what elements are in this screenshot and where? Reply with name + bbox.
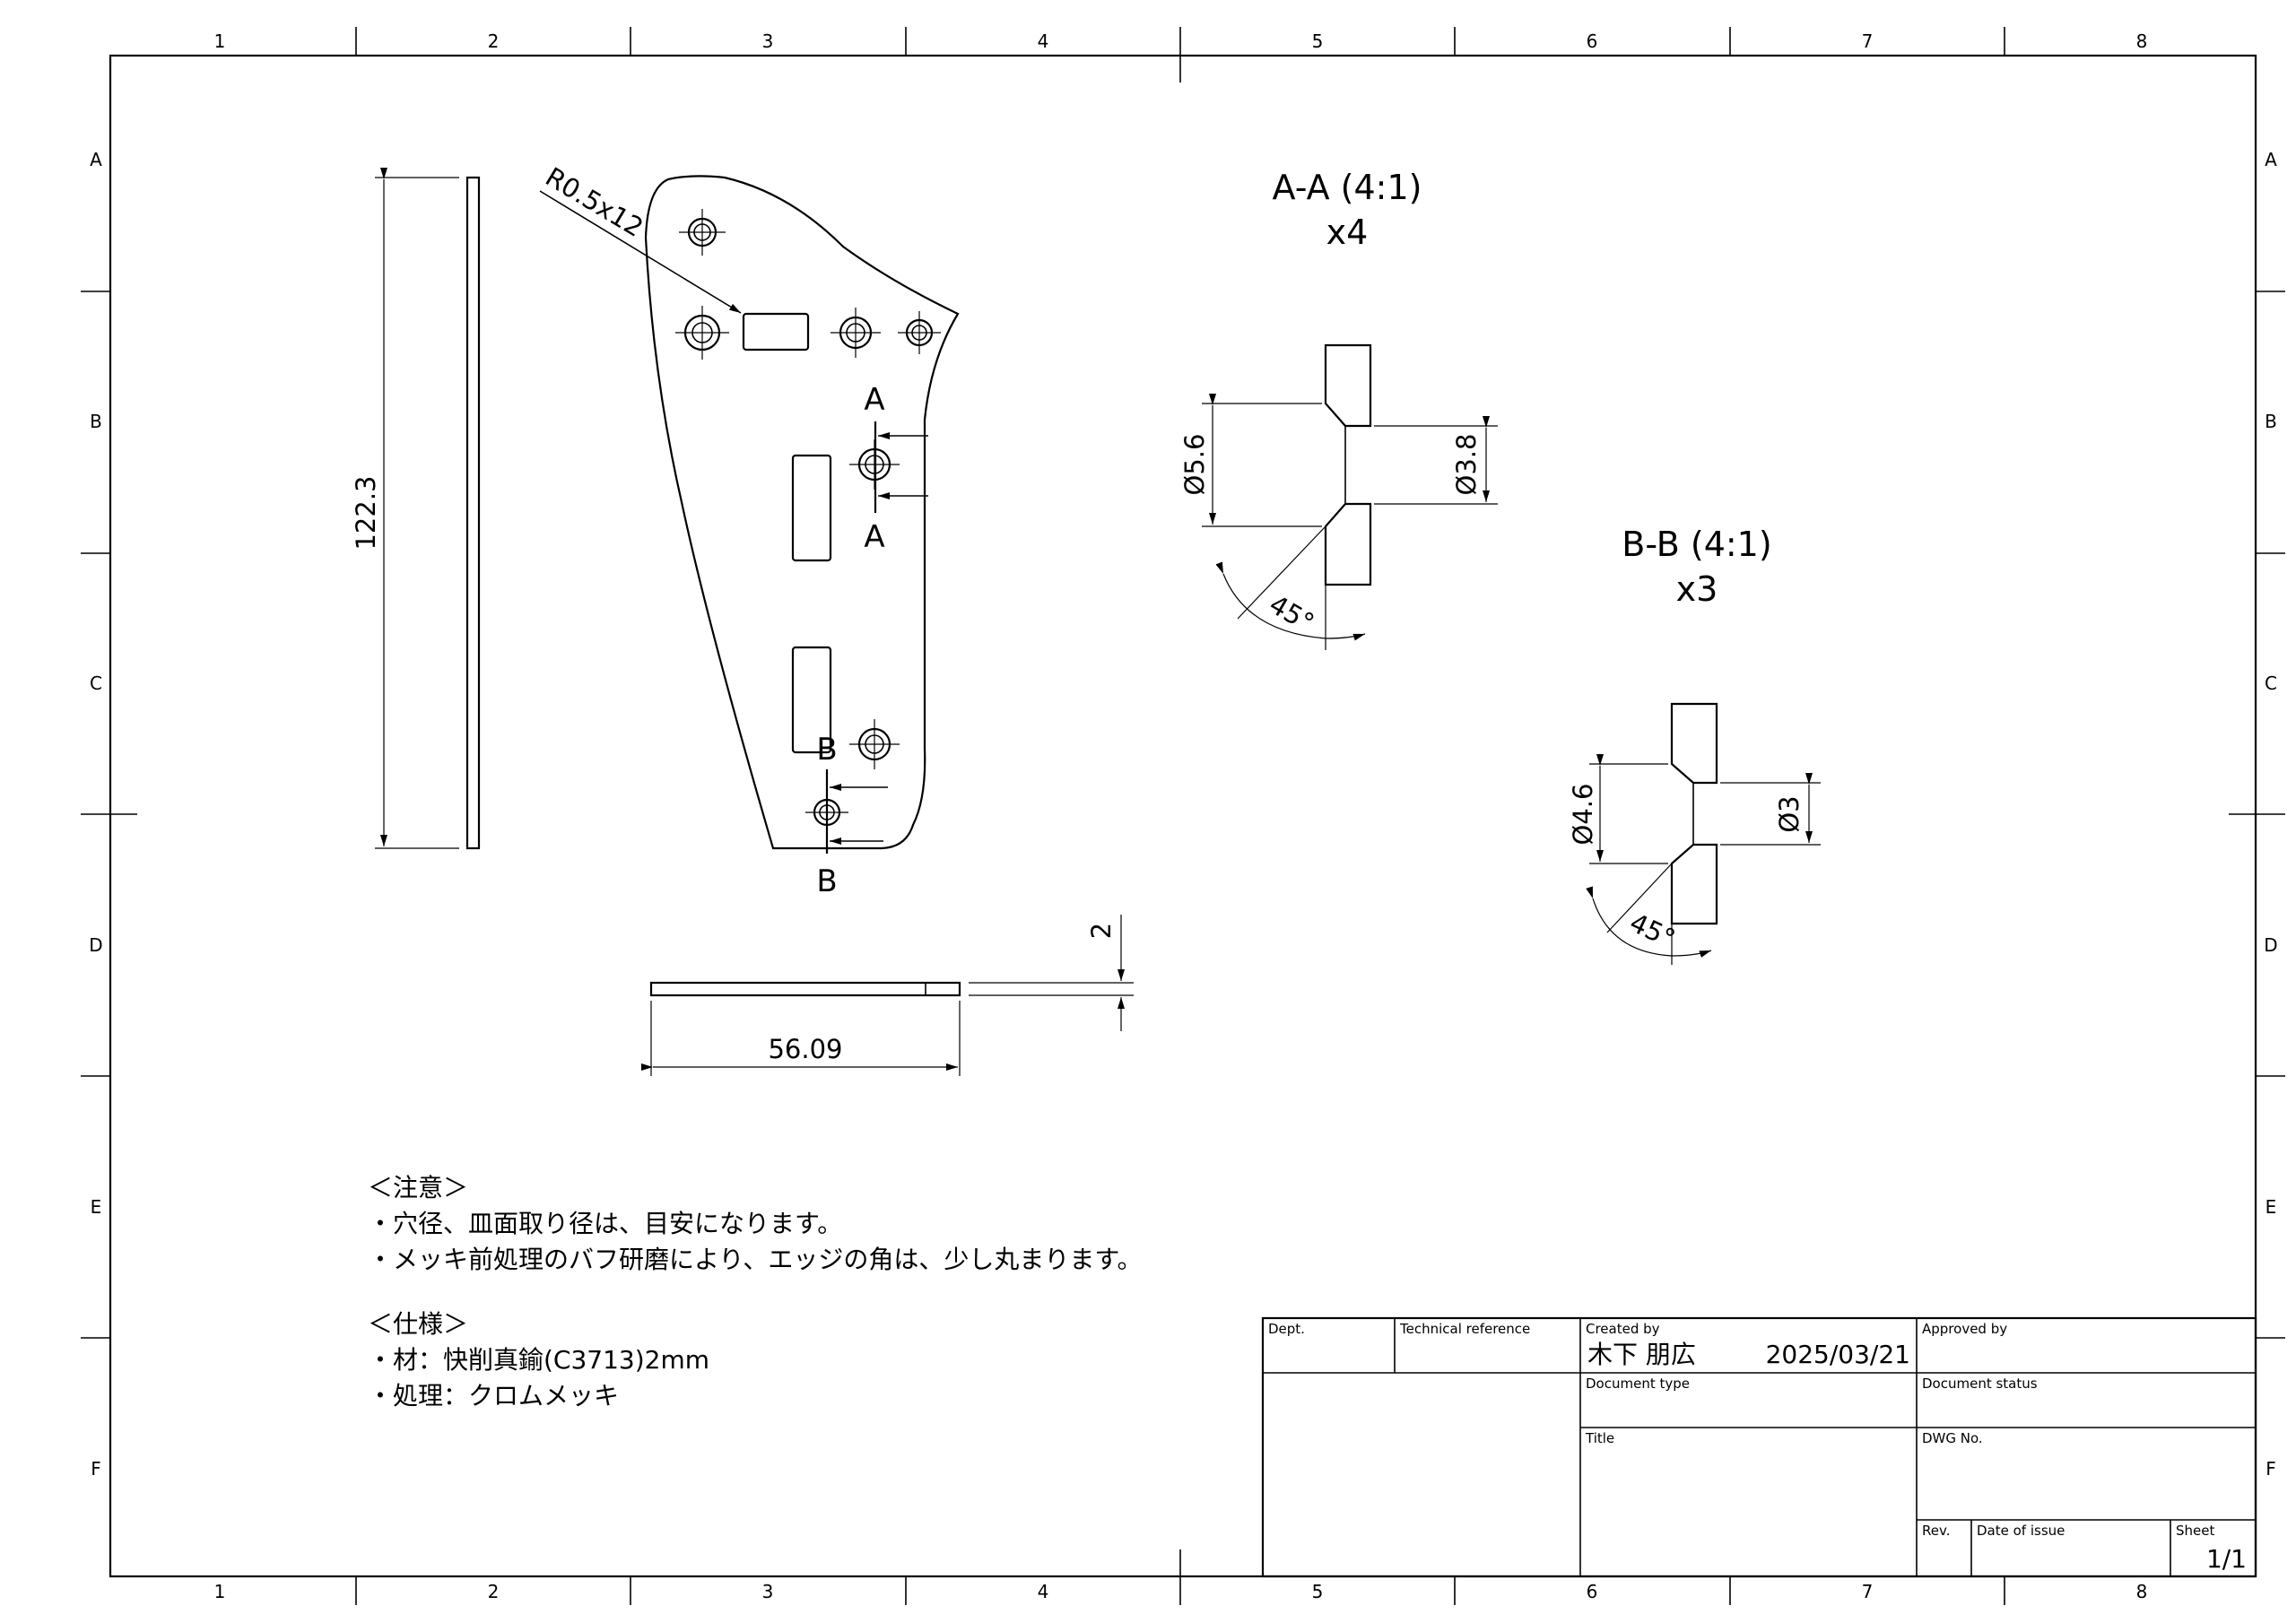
created-by-value: 木下 朋広 — [1587, 1340, 1696, 1369]
col-label-top-6: 6 — [1587, 30, 1598, 52]
tech-ref-label: Technical reference — [1399, 1321, 1530, 1337]
col-label-top-8: 8 — [2136, 30, 2148, 52]
col-label-top-5: 5 — [1312, 30, 1324, 52]
row-label-right-b: B — [2265, 411, 2277, 432]
radius-note: R0.5x12 — [540, 161, 648, 243]
section-bb-inner-dia: Ø3 — [1774, 795, 1805, 832]
doc-status-label: Document status — [1922, 1376, 2038, 1392]
side-view — [375, 168, 481, 850]
row-label-right-e: E — [2266, 1196, 2277, 1218]
dept-label: Dept. — [1268, 1321, 1305, 1337]
col-label-top-1: 1 — [214, 30, 226, 52]
col-label-bottom-1: 1 — [214, 1581, 226, 1602]
section-b-label-top: B — [816, 732, 837, 768]
col-label-bottom-6: 6 — [1587, 1581, 1598, 1602]
section-aa-drawing — [1202, 343, 1498, 650]
title-label: Title — [1585, 1430, 1614, 1446]
section-bb-count: x3 — [1676, 569, 1718, 609]
height-dimension: 122.3 — [351, 475, 381, 550]
plate-front-view — [644, 175, 960, 850]
section-aa-outer-dia: Ø5.6 — [1179, 434, 1210, 496]
created-by-label: Created by — [1586, 1321, 1660, 1337]
col-label-top-4: 4 — [1038, 30, 1049, 52]
created-date: 2025/03/21 — [1766, 1340, 1910, 1369]
sheet-label: Sheet — [2176, 1523, 2214, 1539]
radius-leader — [539, 190, 742, 314]
section-b-label-bottom: B — [816, 864, 837, 899]
row-label-left-b: B — [90, 411, 102, 432]
slot-top — [742, 312, 810, 352]
row-label-left-d: D — [89, 934, 102, 956]
slot-middle — [791, 454, 832, 562]
section-aa-title: A-A (4:1) — [1273, 168, 1422, 207]
section-a-label-top: A — [864, 382, 884, 418]
row-label-right-d: D — [2264, 934, 2277, 956]
section-bb-title: B-B (4:1) — [1622, 525, 1771, 564]
col-label-top-7: 7 — [1862, 30, 1874, 52]
dwg-no-label: DWG No. — [1922, 1430, 1983, 1446]
doc-type-label: Document type — [1586, 1376, 1690, 1392]
section-a-label-bottom: A — [864, 519, 884, 555]
section-aa-inner-dia: Ø3.8 — [1451, 434, 1482, 496]
sheet-value: 1/1 — [2206, 1544, 2247, 1574]
width-dimension: 56.09 — [768, 1034, 842, 1064]
spec-note-2: ・処理：クロムメッキ — [368, 1381, 620, 1410]
spec-heading: ＜仕様＞ — [368, 1309, 469, 1339]
row-label-right-c: C — [2265, 673, 2277, 694]
date-of-issue-label: Date of issue — [1977, 1523, 2065, 1539]
col-label-bottom-3: 3 — [762, 1581, 774, 1602]
notes-block: ＜注意＞ ・穴径、皿面取り径は、目安になります。 ・メッキ前処理のバフ研磨により… — [368, 1170, 1143, 1414]
hole-1 — [679, 209, 726, 256]
col-label-top-2: 2 — [488, 30, 500, 52]
hole-2 — [675, 306, 729, 360]
title-block — [1261, 1316, 2257, 1578]
col-label-bottom-5: 5 — [1312, 1581, 1324, 1602]
drawing-frame: 1 2 3 4 5 6 7 8 1 2 3 4 5 6 7 8 A B C D … — [81, 27, 2285, 1605]
col-label-bottom-7: 7 — [1862, 1581, 1874, 1602]
caution-heading: ＜注意＞ — [368, 1173, 469, 1202]
section-bb-outer-dia: Ø4.6 — [1568, 784, 1598, 846]
notes-spacer — [368, 1278, 1143, 1306]
caution-note-1: ・穴径、皿面取り径は、目安になります。 — [368, 1209, 843, 1238]
row-label-left-e: E — [91, 1196, 102, 1218]
section-b-cut — [825, 769, 888, 854]
thickness-dimension: 2 — [1086, 923, 1117, 939]
section-aa-angle: 45° — [1265, 589, 1320, 638]
section-aa-count: x4 — [1326, 213, 1369, 252]
section-a-cut — [874, 421, 928, 513]
spec-note-1: ・材：快削真鍮(C3713)2mm — [368, 1345, 710, 1375]
plate-holes — [675, 209, 941, 834]
row-label-right-a: A — [2265, 149, 2277, 170]
approved-by-label: Approved by — [1922, 1321, 2007, 1337]
row-label-right-f: F — [2266, 1458, 2276, 1480]
col-label-bottom-2: 2 — [488, 1581, 500, 1602]
row-label-left-c: C — [90, 673, 102, 694]
section-bb-drawing — [1586, 702, 1821, 965]
col-label-bottom-4: 4 — [1038, 1581, 1049, 1602]
row-label-left-a: A — [90, 149, 102, 170]
col-label-top-3: 3 — [762, 30, 774, 52]
hole-4 — [898, 311, 941, 354]
caution-note-2: ・メッキ前処理のバフ研磨により、エッジの角は、少し丸まります。 — [368, 1245, 1143, 1274]
hole-6 — [849, 719, 900, 769]
rev-label: Rev. — [1922, 1523, 1950, 1539]
bottom-view — [641, 915, 1134, 1076]
row-label-left-f: F — [91, 1458, 101, 1480]
col-label-bottom-8: 8 — [2136, 1581, 2148, 1602]
hole-3 — [831, 308, 881, 358]
slot-lower — [791, 646, 832, 754]
